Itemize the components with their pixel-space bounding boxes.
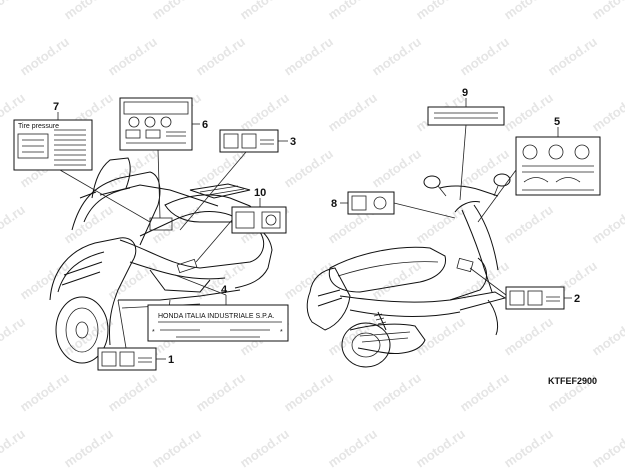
label-7-card: Tire pressure (13, 119, 93, 171)
watermark-text: motod.ru (589, 314, 625, 359)
watermark-text: motod.ru (105, 258, 160, 303)
watermark-text: motod.ru (193, 146, 248, 191)
label-7-heading: Tire pressure (18, 123, 59, 130)
watermark-text: motod.ru (501, 0, 556, 22)
callout-10: 10 (254, 187, 266, 199)
watermark-text: motod.ru (0, 314, 28, 359)
right-scooter-illustration (306, 173, 511, 368)
watermark-text: motod.ru (105, 146, 160, 191)
watermark-text: motod.ru (0, 202, 28, 247)
watermark-text: motod.ru (281, 146, 336, 191)
watermark-text: motod.ru (501, 314, 556, 359)
watermark-text: motod.ru (149, 202, 204, 247)
watermark-text: motod.ru (61, 426, 116, 468)
watermark-text: motod.ru (369, 146, 424, 191)
watermark-text: motod.ru (0, 426, 28, 468)
callout-6: 6 (202, 119, 208, 131)
label-4-plate: HONDA ITALIA INDUSTRIALE S.P.A. * * (147, 304, 289, 342)
watermark-text: motod.ru (369, 34, 424, 79)
watermark-text: motod.ru (325, 90, 380, 135)
label-2-card (505, 286, 565, 310)
watermark-text: motod.ru (413, 314, 468, 359)
watermark-text: motod.ru (237, 90, 292, 135)
watermark-text: motod.ru (589, 0, 625, 22)
label-1-card (97, 347, 157, 371)
watermark-text: motod.ru (369, 370, 424, 415)
watermark-text: motod.ru (17, 34, 72, 79)
watermark-text: motod.ru (501, 426, 556, 468)
label-10-card (231, 206, 287, 234)
callout-4: 4 (221, 284, 228, 296)
callout-3: 3 (290, 136, 296, 148)
watermark-text: motod.ru (457, 34, 512, 79)
watermark-text: motod.ru (105, 34, 160, 79)
callout-7: 7 (53, 101, 59, 113)
watermark-text: motod.ru (61, 202, 116, 247)
watermark-text: motod.ru (17, 370, 72, 415)
callout-2: 2 (574, 293, 580, 305)
watermark-text: motod.ru (589, 426, 625, 468)
watermark-text: motod.ru (457, 370, 512, 415)
watermark-text: motod.ru (325, 426, 380, 468)
watermark-text: motod.ru (61, 0, 116, 22)
watermark-text: motod.ru (501, 90, 556, 135)
label-5-card (515, 136, 601, 196)
diagram-code: KTFEF2900 (548, 376, 597, 386)
watermark-text: motod.ru (501, 202, 556, 247)
watermark-text: motod.ru (589, 202, 625, 247)
watermark-text: motod.ru (237, 0, 292, 22)
watermark-text: motod.ru (0, 0, 28, 22)
watermark-text: motod.ru (281, 370, 336, 415)
watermark-text: motod.ru (457, 258, 512, 303)
watermark-text: motod.ru (369, 258, 424, 303)
watermark-text: motod.ru (149, 0, 204, 22)
watermark-text: motod.ru (589, 90, 625, 135)
watermark-text: motod.ru (281, 34, 336, 79)
svg-text:*: * (152, 329, 155, 336)
label-8-card (347, 191, 395, 215)
watermark-text: motod.ru (325, 0, 380, 22)
callout-5: 5 (554, 116, 560, 128)
watermark-text: motod.ru (237, 426, 292, 468)
watermark-text: motod.ru (457, 146, 512, 191)
label-9-card (427, 106, 505, 126)
watermark-text: motod.ru (149, 426, 204, 468)
watermark-text: motod.ru (105, 370, 160, 415)
watermark-text: motod.ru (325, 314, 380, 359)
label-6-card (119, 97, 193, 151)
plate-line-1: HONDA ITALIA INDUSTRIALE S.P.A. (158, 313, 274, 320)
watermark-text: motod.ru (413, 202, 468, 247)
watermark-text: motod.ru (193, 370, 248, 415)
watermark-text: motod.ru (545, 34, 600, 79)
label-3-card (219, 129, 279, 153)
watermark-text: motod.ru (413, 426, 468, 468)
watermark-text: motod.ru (17, 258, 72, 303)
callout-9: 9 (462, 87, 468, 99)
leader-lines (57, 98, 572, 360)
callout-8: 8 (331, 198, 337, 210)
callout-numbers: 7 6 3 10 4 1 9 5 8 2 (53, 87, 580, 366)
watermark-text: motod.ru (193, 34, 248, 79)
callout-1: 1 (168, 354, 174, 366)
watermark-text: motod.ru (413, 0, 468, 22)
svg-text:*: * (280, 329, 283, 336)
